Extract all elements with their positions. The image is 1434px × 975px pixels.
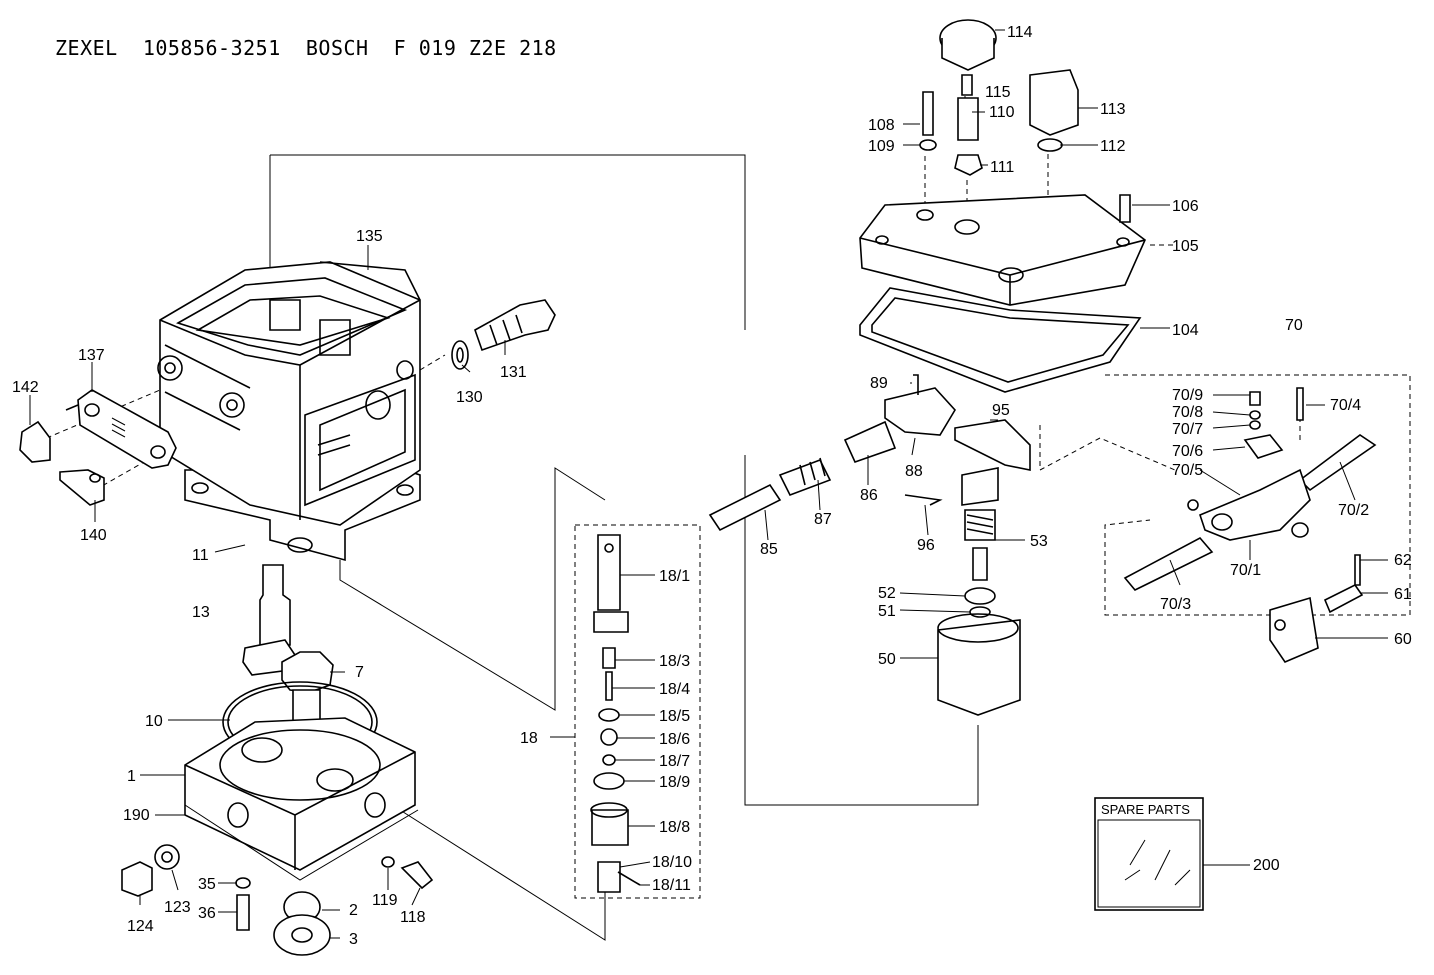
callout-label: 95: [992, 402, 1010, 419]
callout-label: 131: [500, 364, 527, 381]
base-flange: [184, 717, 419, 881]
callout-label: 88: [905, 463, 923, 480]
callout-label: 70/3: [1160, 596, 1191, 613]
callout-label: 18/4: [659, 681, 690, 698]
callout-label: 70/2: [1338, 502, 1369, 519]
callout-label: 119: [372, 892, 398, 909]
callout-label: 1: [127, 768, 136, 785]
callout-label: 115: [985, 84, 1011, 101]
callout-label: 114: [1007, 24, 1033, 41]
callout-label: 62: [1394, 552, 1412, 569]
brand2-label: BOSCH: [305, 36, 369, 60]
callout-label: 61: [1394, 586, 1412, 603]
small-fasteners: [121, 844, 434, 956]
callout-label: 142: [12, 379, 39, 396]
callout-label: 7: [355, 664, 364, 681]
callout-label: 113: [1100, 101, 1126, 118]
callout-label: 18/8: [659, 819, 690, 836]
callout-label: 140: [80, 527, 107, 544]
governor-housing: [157, 261, 421, 562]
callout-label: 104: [1172, 322, 1199, 339]
plunger-stack: [590, 534, 641, 893]
callout-label: 35: [198, 876, 216, 893]
callout-label: 70/8: [1172, 404, 1203, 421]
callout-label: 70/1: [1230, 562, 1261, 579]
callout-label: 53: [1030, 533, 1048, 550]
gear-shaft: [242, 564, 334, 741]
callout-label: 112: [1100, 138, 1126, 155]
callout-label: 124: [127, 918, 154, 935]
callout-leaders: [29, 29, 1388, 939]
lever-parts-142-140: [19, 404, 105, 506]
callout-label: 18/6: [659, 731, 690, 748]
callout-label: 70: [1285, 317, 1303, 334]
callout-label: 50: [878, 651, 896, 668]
callout-label: 11: [192, 547, 209, 564]
callout-label: 18/9: [659, 774, 690, 791]
callout-label: 96: [917, 537, 935, 554]
callout-label: 18/3: [659, 653, 690, 670]
callout-label: 18/7: [659, 753, 690, 770]
linkage-assembly: [708, 374, 1031, 716]
callout-label: 18: [520, 730, 538, 747]
callout-labels: 114 115 110 113 108 109 111 112 106 105 …: [12, 24, 1412, 948]
callout-label: 10: [145, 713, 163, 730]
callout-label: 18/11: [652, 877, 691, 894]
callout-label: 70/6: [1172, 443, 1203, 460]
top-cover-plate: [859, 194, 1146, 393]
spare-parts-box: SPARE PARTS: [1094, 797, 1250, 911]
callout-label: 18/1: [659, 568, 690, 585]
callout-label: 118: [400, 909, 426, 926]
callout-label: 135: [356, 228, 383, 245]
callout-label: 85: [760, 541, 778, 558]
callout-label: 3: [349, 931, 358, 948]
callout-label: 190: [123, 807, 150, 824]
callout-label: 108: [868, 117, 895, 134]
brand-label: ZEXEL: [55, 36, 118, 60]
callout-label: 87: [814, 511, 832, 528]
callout-label: 70/7: [1172, 421, 1203, 438]
callout-label: 86: [860, 487, 878, 504]
callout-label: 89: [870, 375, 888, 392]
lever-shaft-assembly-70: [1123, 387, 1377, 663]
callout-label: 70/4: [1330, 397, 1361, 414]
callout-label: 18/5: [659, 708, 690, 725]
callout-label: 13: [192, 604, 210, 621]
callout-label: 123: [164, 899, 191, 916]
callout-label: 60: [1394, 631, 1412, 648]
callout-label: 18/10: [652, 854, 692, 871]
spare-parts-title: SPARE PARTS: [1101, 802, 1190, 817]
callout-label: 52: [878, 585, 896, 602]
top-small-parts: [919, 19, 1131, 223]
callout-label: 106: [1172, 198, 1199, 215]
callout-label: 109: [868, 138, 895, 155]
callout-label: 70/5: [1172, 462, 1203, 479]
callout-label: 36: [198, 905, 216, 922]
bosch-part-number: F 019 Z2E 218: [393, 36, 557, 60]
zexel-part-number: 105856-3251: [142, 36, 281, 60]
callout-label: 70/9: [1172, 387, 1203, 404]
callout-label: 137: [78, 347, 105, 364]
diagram-header: ZEXEL 105856-3251 BOSCH F 019 Z2E 218: [55, 36, 557, 60]
callout-label: 111: [990, 159, 1014, 176]
screw-fitting-131: [451, 299, 556, 370]
callout-label: 110: [989, 104, 1015, 121]
callout-label: 2: [349, 902, 358, 919]
callout-label: 105: [1172, 238, 1199, 255]
side-cover-plate: [77, 389, 177, 469]
spare-parts-ref: 200: [1253, 857, 1280, 874]
assembly-guide-lines: [29, 75, 1411, 941]
callout-label: 51: [878, 603, 896, 620]
callout-label: 130: [456, 389, 483, 406]
